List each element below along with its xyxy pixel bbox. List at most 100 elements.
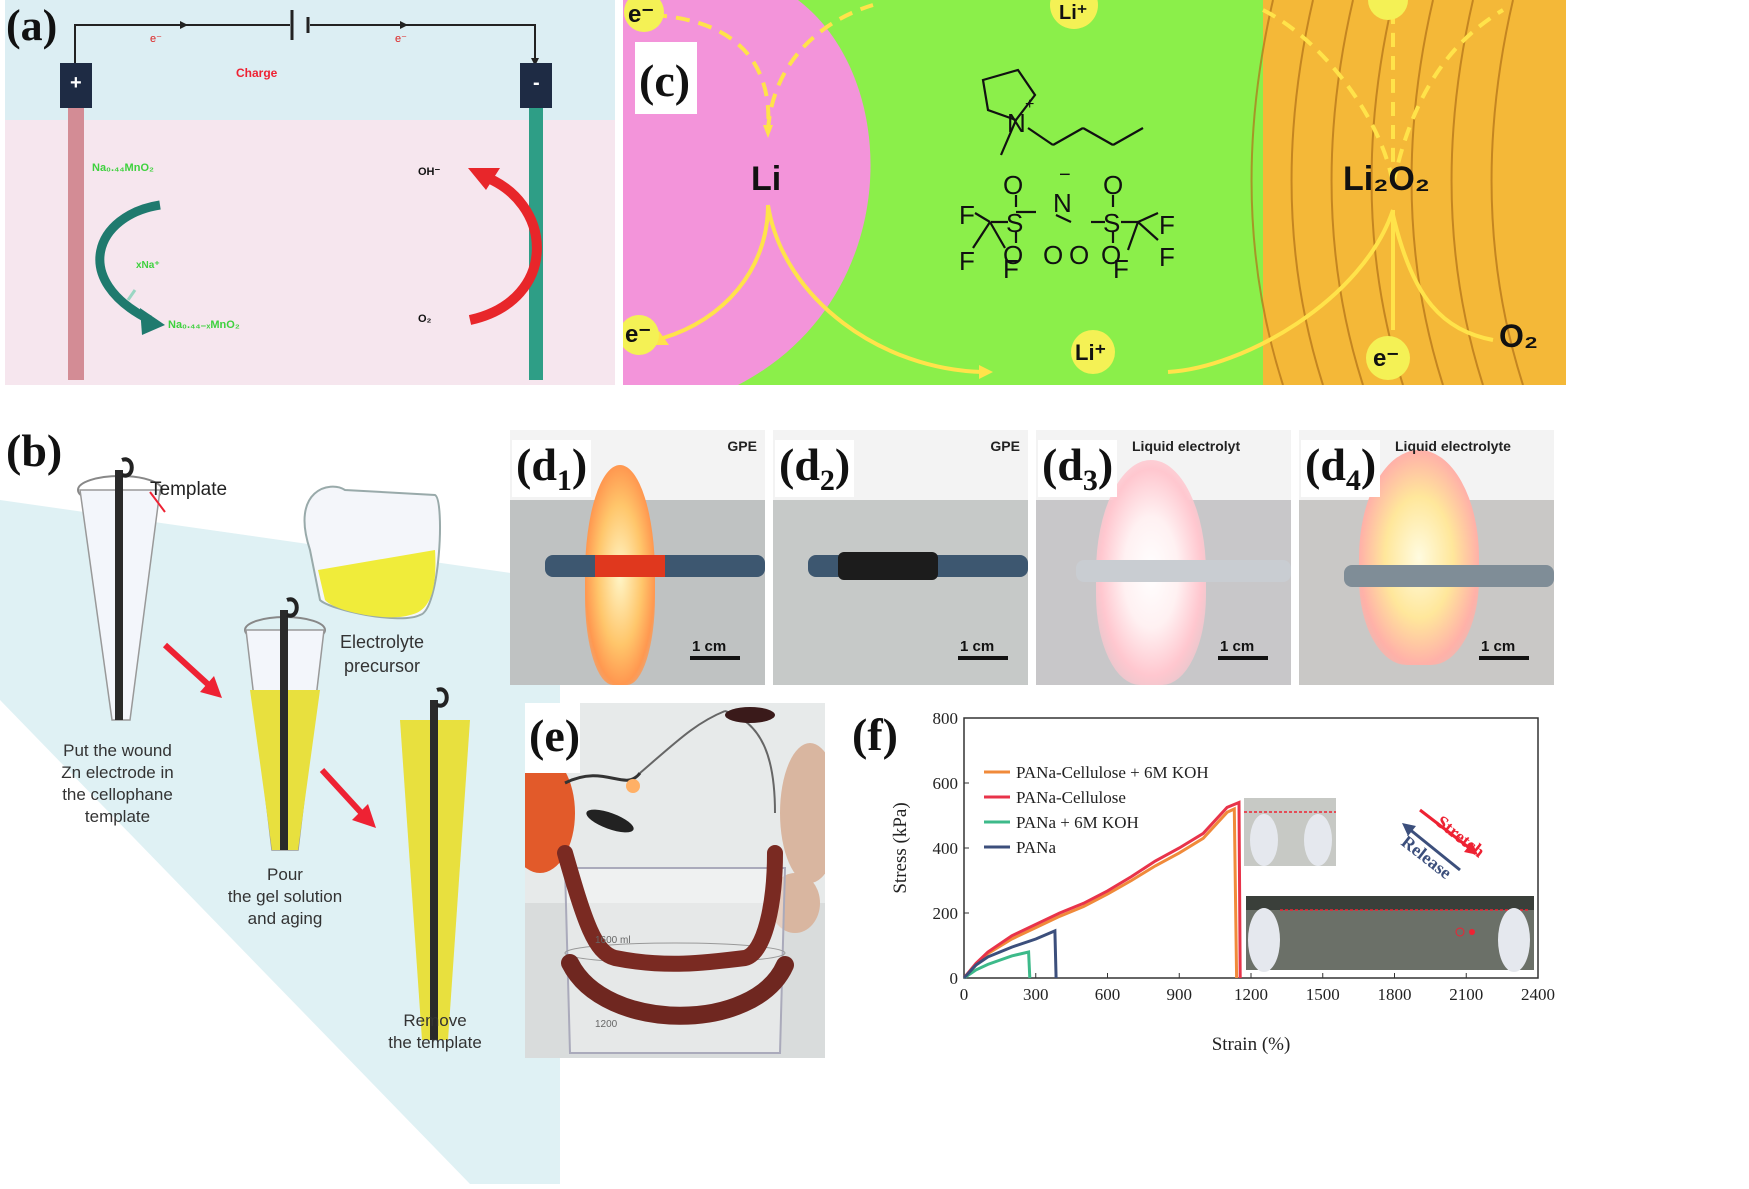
electrode-rod [1076,560,1291,582]
electron-label-right: e⁻ [395,33,407,45]
legend-label-1: PANa-Cellulose + 6M KOH [1016,763,1209,782]
legend-label-4: PANa [1016,838,1056,857]
panel-d4-label-sub: 4 [1345,464,1361,498]
atom-f-2: F [959,246,975,276]
tube-1 [77,457,163,721]
step3-line-2: the template [388,1033,482,1052]
series-line-3 [963,950,1032,980]
series-line-1 [962,806,1239,980]
panel-d2-scale-bar [958,656,1008,660]
atom-n-minus: N [1053,188,1072,218]
anode-sign: + [70,72,82,94]
burned-segment [838,552,938,580]
electron-ball-left: e⁻ [625,321,652,348]
x-tick-label: 900 [1167,985,1193,1004]
panel-b-label: (b) [6,425,63,476]
atom-o-1: O [1003,170,1024,200]
panel-f-label: (f) [848,709,902,761]
panel-d3-scale: 1 cm [1220,638,1255,655]
panel-a-label: (a) [6,1,58,50]
panel-d4-scale-bar [1479,656,1529,660]
o2-label: O₂ [418,313,432,325]
atom-f-5: F [1159,242,1175,272]
series-line-2 [962,800,1242,979]
li-ion-top: Li⁺ [1059,2,1088,24]
panel-d3-label-sub: 3 [1082,464,1098,498]
panel-c: (c) Li Li₂O₂ O₂ e⁻ e⁻ Li⁺ Li⁺ e⁻ N + S O… [619,0,1749,386]
electron-label-left: e⁻ [150,33,162,45]
template-label: Template [150,479,228,500]
panel-d1-scale-bar [690,656,740,660]
x-axis-label: Strain (%) [1212,1034,1291,1055]
tube-3 [400,687,470,1040]
step1-line-1: Put the wound [63,741,172,760]
step2-line-1: Pour [267,865,303,884]
step1-line-3: the cellophane [62,785,173,804]
panel-d2-label-text: (d [779,439,820,490]
atom-o-4: O [1043,240,1064,270]
electrolyte-label: Electrolyte precursor [340,630,424,678]
electron-ball-top-left: e⁻ [628,1,655,28]
na-mno2-top: Na₀.₄₄MnO₂ [92,162,154,174]
charge-plus: + [1025,96,1035,113]
atom-f-3: F [1003,254,1019,284]
step1-caption: Put the wound Zn electrode in the cellop… [30,740,205,828]
panel-e: 1600 ml 1200 (e) [525,703,825,1058]
release-arrow [1402,823,1461,872]
na-mno2-bottom: Na₀.₄₄₋ₓMnO₂ [168,319,240,331]
electrolyte-line-2: precursor [344,656,421,676]
panel-b: (b) Template Electrolyte precursor Put t… [0,400,560,1184]
step2-line-2: the gel solution [227,887,343,906]
panel-e-photo [525,703,825,1058]
li-label: Li [751,160,782,198]
panel-b-diagram [0,457,560,1184]
panel-a-diagram [5,0,615,385]
y-axis-label: Stress (kPa) [890,802,911,893]
stretch-arrow [1419,808,1478,855]
panel-d2-label: (d2) [775,439,855,498]
panel-d1-scale: 1 cm [692,638,727,655]
panel-d3-tag: Liquid electrolyt [1132,438,1241,454]
x-tick-label: 1500 [1306,985,1340,1004]
x-tick-label: 1200 [1234,985,1268,1004]
inset-photo-1 [1244,798,1336,866]
panel-d2-scale: 1 cm [960,638,995,655]
panel-d2-tag: GPE [990,438,1020,454]
panel-d1-label-text: (d [516,439,557,490]
x-tick-label: 0 [960,985,969,1004]
panel-e-label: (e) [525,703,580,773]
x-tick-label: 2400 [1521,985,1555,1004]
panel-d3-scale-bar [1218,656,1268,660]
beaker-mark-1: 1600 ml [595,935,631,946]
atom-o-2: O [1003,240,1024,270]
x-tick-label: 2100 [1449,985,1483,1004]
legend-label-3: PANa + 6M KOH [1016,813,1139,832]
step3-line-1: Remove [403,1011,467,1030]
step2-line-3: and aging [247,909,323,928]
y-tick-label: 600 [933,774,959,793]
panel-d4-label-text: (d [1305,439,1346,490]
atom-n-plus: N [1007,108,1026,138]
panel-c-label: (c) [635,42,697,114]
beaker [303,485,441,620]
electrode-rod [1344,565,1554,587]
cathode-sign: - [533,72,540,94]
panel-d3-label-text: (d [1042,439,1083,490]
panel-d4: Liquid electrolyte 1 cm [1299,430,1554,685]
atom-s-left: S [1006,208,1024,238]
li-ion-bottom: Li⁺ [1075,340,1107,365]
y-tick-label: 400 [933,839,959,858]
oh-label: OH⁻ [418,166,441,178]
y-tick-label: 800 [933,709,959,728]
step1-line-2: Zn electrode in [61,763,174,782]
panel-d4-scale: 1 cm [1481,638,1516,655]
atom-o-6: O [1101,240,1122,270]
panel-d1-tag: GPE [727,438,757,454]
y-tick-label: 200 [933,904,959,923]
atom-o-5: O [1069,240,1090,270]
step2-caption: Pour the gel solution and aging [195,864,375,930]
panel-d1-label-sub: 1 [556,464,572,498]
x-tick-label: 600 [1095,985,1121,1004]
panel-d2-label-sub: 2 [819,464,835,498]
